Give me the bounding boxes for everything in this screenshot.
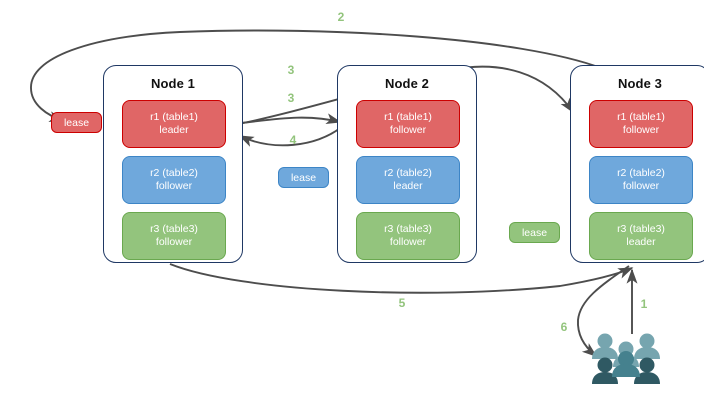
- node-2-replica-r1-name: r1 (table1): [384, 111, 432, 123]
- step-label-3-upper: 3: [287, 63, 295, 77]
- node-3-title: Node 3: [618, 76, 662, 91]
- node-1-replica-r2[interactable]: r2 (table2) follower: [122, 156, 226, 204]
- node-3-replica-r3[interactable]: r3 (table3) leader: [589, 212, 693, 260]
- node-2-replica-r1-role: follower: [389, 124, 427, 136]
- node-2-replica-r2[interactable]: r2 (table2) leader: [356, 156, 460, 204]
- lease-badge-r2[interactable]: lease: [278, 167, 329, 188]
- node-1-replica-r3-name: r3 (table3): [150, 223, 198, 235]
- node-2-replica-r2-name: r2 (table2): [384, 167, 432, 179]
- node-2[interactable]: Node 2 r1 (table1) follower r2 (table2) …: [337, 65, 477, 263]
- node-3-replica-r1-name: r1 (table1): [617, 111, 665, 123]
- node-3-replica-r1[interactable]: r1 (table1) follower: [589, 100, 693, 148]
- step-label-2: 2: [337, 10, 345, 24]
- node-3[interactable]: Node 3 r1 (table1) follower r2 (table2) …: [570, 65, 704, 263]
- node-2-replica-r1[interactable]: r1 (table1) follower: [356, 100, 460, 148]
- step-label-1: 1: [640, 297, 648, 311]
- node-2-replica-r3-name: r3 (table3): [384, 223, 432, 235]
- node-2-replica-r3[interactable]: r3 (table3) follower: [356, 212, 460, 260]
- node-1-replica-r1[interactable]: r1 (table1) leader: [122, 100, 226, 148]
- node-3-replica-r2[interactable]: r2 (table2) follower: [589, 156, 693, 204]
- node-3-replica-r2-role: follower: [622, 180, 660, 192]
- node-2-replica-r3-role: follower: [389, 236, 427, 248]
- node-1-replica-r2-role: follower: [155, 180, 193, 192]
- node-1-replica-r3-role: follower: [155, 236, 193, 248]
- node-1-replica-r1-role: leader: [159, 124, 189, 136]
- node-3-replica-r1-role: follower: [622, 124, 660, 136]
- node-2-title: Node 2: [385, 76, 429, 91]
- arrow-step-5: [169, 263, 634, 294]
- users-icon: [592, 333, 660, 384]
- node-1-replica-r1-name: r1 (table1): [150, 111, 198, 123]
- node-2-replica-r2-role: leader: [393, 180, 423, 192]
- step-label-4: 4: [289, 133, 297, 147]
- step-label-3-lower: 3: [287, 91, 295, 105]
- arrow-step-3-node2: [228, 113, 342, 125]
- lease-badge-r1[interactable]: lease: [51, 112, 102, 133]
- step-label-6: 6: [560, 320, 568, 334]
- node-1-replica-r2-name: r2 (table2): [150, 167, 198, 179]
- node-3-replica-r3-name: r3 (table3): [617, 223, 665, 235]
- step-label-5: 5: [398, 296, 406, 310]
- node-1-title: Node 1: [151, 76, 195, 91]
- lease-badge-r3[interactable]: lease: [509, 222, 560, 243]
- node-3-replica-r2-name: r2 (table2): [617, 167, 665, 179]
- node-3-replica-r3-role: leader: [626, 236, 656, 248]
- node-1[interactable]: Node 1 r1 (table1) leader r2 (table2) fo…: [103, 65, 243, 263]
- node-1-replica-r3[interactable]: r3 (table3) follower: [122, 212, 226, 260]
